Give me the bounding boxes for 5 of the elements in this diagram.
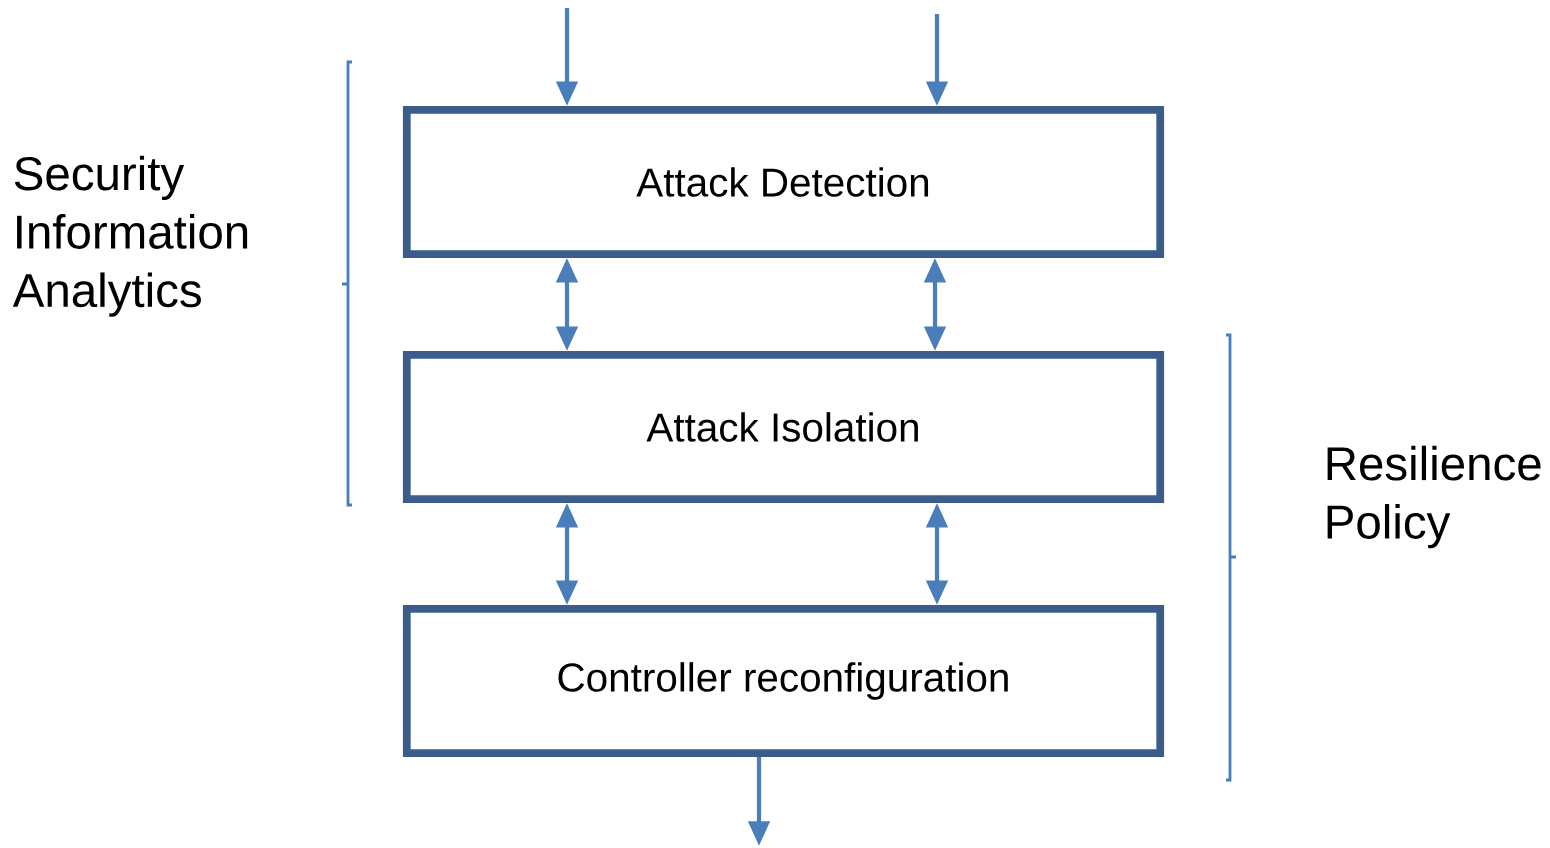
process-box: Controller reconfiguration [402, 605, 1165, 757]
side-label: Resilience Policy [1327, 445, 1541, 549]
process-box: Attack Isolation [402, 351, 1165, 503]
side-label: Security Information Analytics [12, 155, 248, 317]
process-box: Attack Detection [402, 106, 1165, 258]
